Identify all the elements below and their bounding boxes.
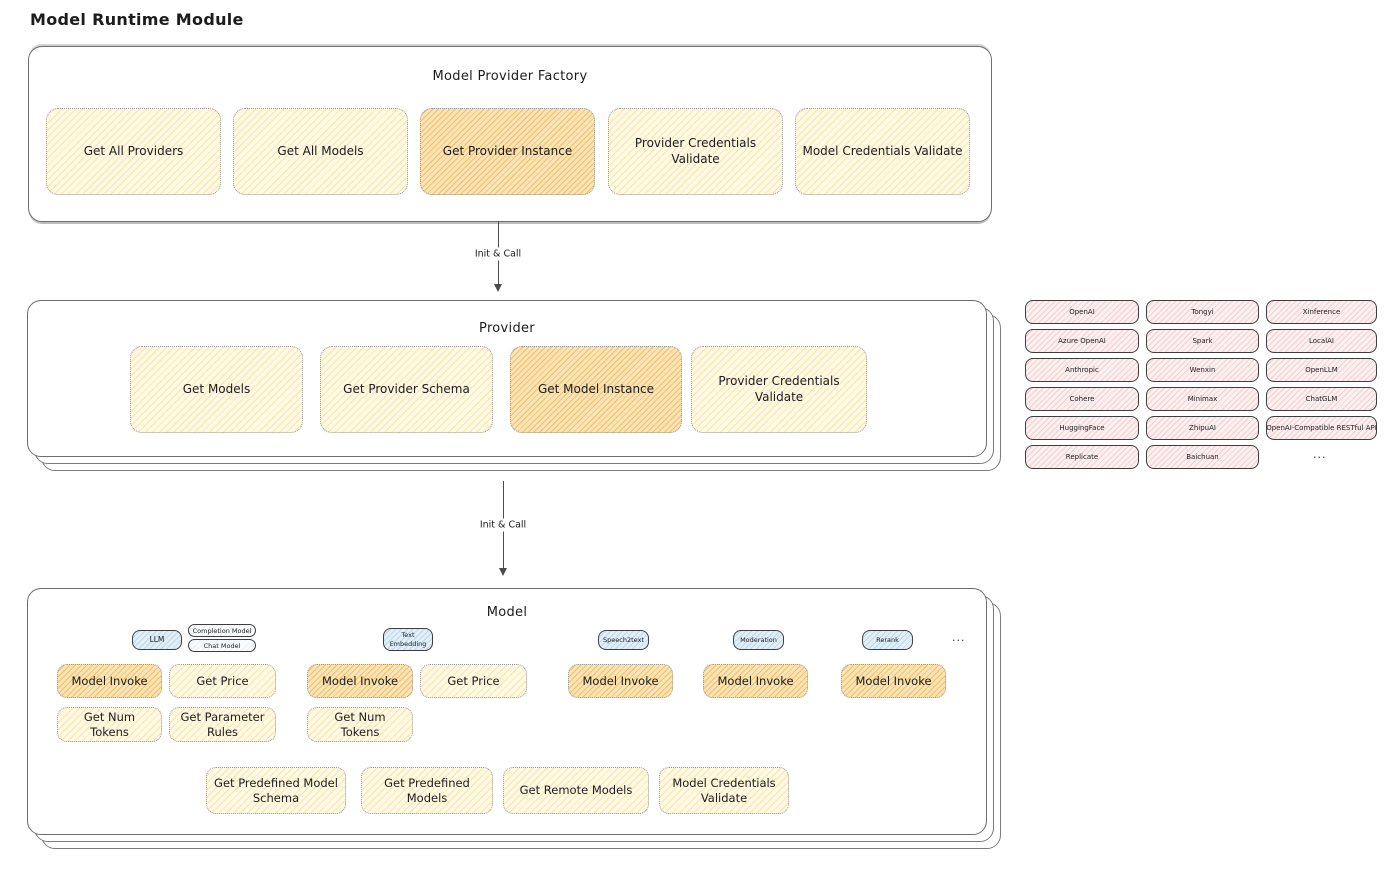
provider-chip-replicate: Replicate [1025, 445, 1139, 469]
provider-get-model-instance: Get Model Instance [510, 346, 682, 433]
page-title: Model Runtime Module [30, 10, 244, 29]
subtag-chat-model: Chat Model [188, 639, 256, 652]
connector-label-bottom: Init & Call [474, 518, 532, 532]
provider-chip-xinference: Xinference [1266, 300, 1377, 324]
model-get-predefined-model-schema: Get Predefined Model Schema [206, 767, 346, 814]
provider-chip-baichuan: Baichuan [1146, 445, 1259, 469]
provider-chip-huggingface: HuggingFace [1025, 416, 1139, 440]
factory-get-all-models: Get All Models [233, 108, 408, 195]
model-section: Model LLM Completion Model Chat Model Te… [27, 588, 987, 835]
subtag-completion-model: Completion Model [188, 624, 256, 637]
model-tags-more-ellipsis: ... [952, 631, 966, 644]
provider-provider-credentials-validate: Provider Credentials Validate [691, 346, 867, 433]
provider-chip-azure-openai: Azure OpenAI [1025, 329, 1139, 353]
provider-chip-tongyi: Tongyi [1146, 300, 1259, 324]
arrow-head-icon [499, 568, 507, 580]
provider-chip-openai-compatible: OpenAI-Compatible RESTful API [1266, 416, 1377, 440]
provider-chip-localai: LocalAI [1266, 329, 1377, 353]
provider-chip-cohere: Cohere [1025, 387, 1139, 411]
factory-provider-credentials-validate: Provider Credentials Validate [608, 108, 783, 195]
down-arrow-icon: Init & Call [469, 221, 527, 296]
llm-get-num-tokens: Get Num Tokens [57, 707, 162, 742]
factory-get-provider-instance: Get Provider Instance [420, 108, 595, 195]
model-get-remote-models: Get Remote Models [503, 767, 649, 814]
providers-more-ellipsis: ... [1313, 448, 1327, 461]
model-model-credentials-validate: Model Credentials Validate [659, 767, 789, 814]
provider-chip-spark: Spark [1146, 329, 1259, 353]
model-title: Model [486, 605, 528, 620]
provider-section: Provider Get Models Get Provider Schema … [27, 300, 987, 457]
llm-model-invoke: Model Invoke [57, 664, 162, 698]
provider-chip-openai: OpenAI [1025, 300, 1139, 324]
model-get-predefined-models: Get Predefined Models [361, 767, 493, 814]
provider-chip-minimax: Minimax [1146, 387, 1259, 411]
factory-get-all-providers: Get All Providers [46, 108, 221, 195]
provider-chip-wenxin: Wenxin [1146, 358, 1259, 382]
factory-title: Model Provider Factory [432, 69, 588, 84]
embedding-get-num-tokens: Get Num Tokens [307, 707, 413, 742]
tag-rerank: Rerank [862, 630, 913, 650]
llm-get-price: Get Price [169, 664, 276, 698]
provider-chip-openllm: OpenLLM [1266, 358, 1377, 382]
provider-chip-zhipuai: ZhipuAI [1146, 416, 1259, 440]
speech2text-model-invoke: Model Invoke [568, 664, 673, 698]
provider-get-provider-schema: Get Provider Schema [320, 346, 493, 433]
connector-label-top: Init & Call [469, 247, 527, 261]
tag-text-embedding: Text Embedding [383, 628, 433, 651]
factory-model-credentials-validate: Model Credentials Validate [795, 108, 970, 195]
moderation-model-invoke: Model Invoke [703, 664, 808, 698]
provider-title: Provider [479, 321, 535, 336]
provider-chip-anthropic: Anthropic [1025, 358, 1139, 382]
tag-moderation: Moderation [733, 630, 784, 650]
provider-get-models: Get Models [130, 346, 303, 433]
tag-llm: LLM [132, 630, 182, 650]
llm-get-parameter-rules: Get Parameter Rules [169, 707, 276, 742]
embedding-model-invoke: Model Invoke [307, 664, 413, 698]
down-arrow-icon: Init & Call [474, 481, 532, 580]
arrow-head-icon [494, 284, 502, 296]
providers-grid: OpenAI Azure OpenAI Anthropic Cohere Hug… [1025, 300, 1377, 472]
factory-section: Model Provider Factory Get All Providers… [28, 46, 992, 222]
rerank-model-invoke: Model Invoke [841, 664, 946, 698]
embedding-get-price: Get Price [420, 664, 527, 698]
provider-chip-chatglm: ChatGLM [1266, 387, 1377, 411]
tag-speech2text: Speech2text [598, 630, 649, 650]
